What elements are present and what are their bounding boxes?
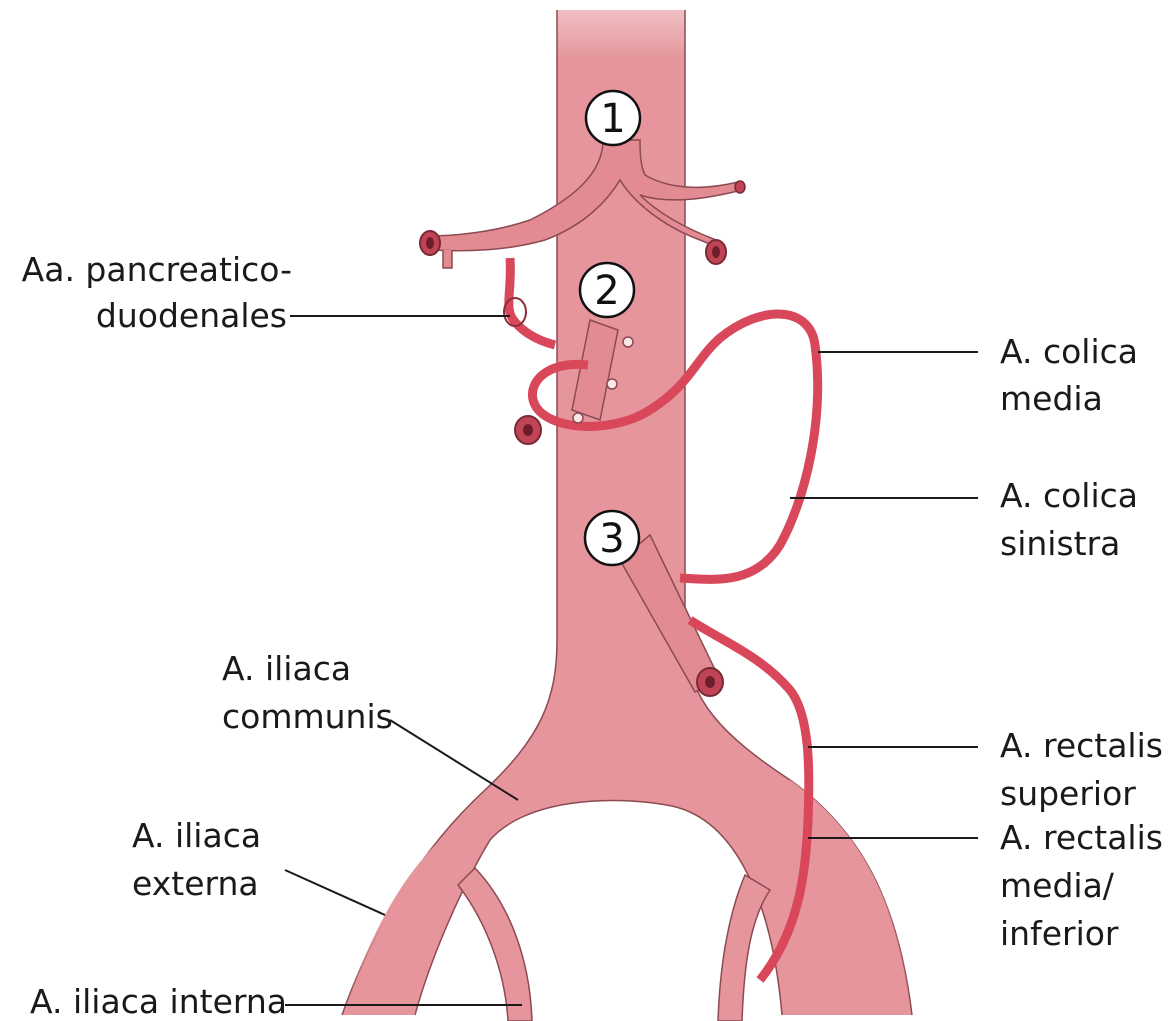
marker-3: 3 [585,511,639,565]
label-colica-sinistra-line2: sinistra [1000,520,1120,568]
coeliacus-left-cut-inner [426,237,434,249]
leader-iliaca-externa [285,870,385,915]
sma-stub-2 [607,379,617,389]
marker-1-text: 1 [600,96,625,142]
marker-2-text: 2 [594,268,619,314]
iliaca-interna-left [458,868,532,1021]
label-iliaca-externa-line1: A. iliaca [132,812,261,860]
sma-stub-3 [573,413,583,423]
label-pancreatico-line1: Aa. pancreatico- [22,246,292,294]
label-rectalis-superior-line2: superior [1000,770,1136,818]
label-rectalis-superior-line1: A. rectalis [1000,722,1163,770]
label-colica-sinistra-line1: A. colica [1000,472,1138,520]
sma-stub-1 [623,337,633,347]
leader-iliaca-communis [390,720,518,800]
coeliacus-stub [443,250,452,268]
marker-3-text: 3 [599,516,624,562]
mesenterica-inferior-cut-inner [705,676,715,688]
label-iliaca-externa-line2: externa [132,860,259,908]
pancreaticoduodenal-artery [509,258,555,345]
marker-1: 1 [586,91,640,145]
label-rectalis-media-line3: inferior [1000,910,1119,958]
label-colica-media-line2: media [1000,375,1103,423]
label-iliaca-communis-line1: A. iliaca [222,645,351,693]
iliaca-interna-right [718,875,770,1021]
label-pancreatico-line2: duodenales [96,292,287,340]
label-iliaca-communis-line2: communis [222,693,393,741]
label-rectalis-media-line1: A. rectalis [1000,814,1163,862]
label-colica-media-line1: A. colica [1000,328,1138,376]
coeliacus-top-cut [735,181,745,193]
marker-2: 2 [580,263,634,317]
coeliacus-right-cut-inner [712,246,720,258]
label-rectalis-media-line2: media/ [1000,862,1114,910]
label-iliaca-interna: A. iliaca interna [30,978,287,1021]
iliaca-externa-left [342,840,470,1015]
mesenterica-cut-inner [523,424,533,436]
